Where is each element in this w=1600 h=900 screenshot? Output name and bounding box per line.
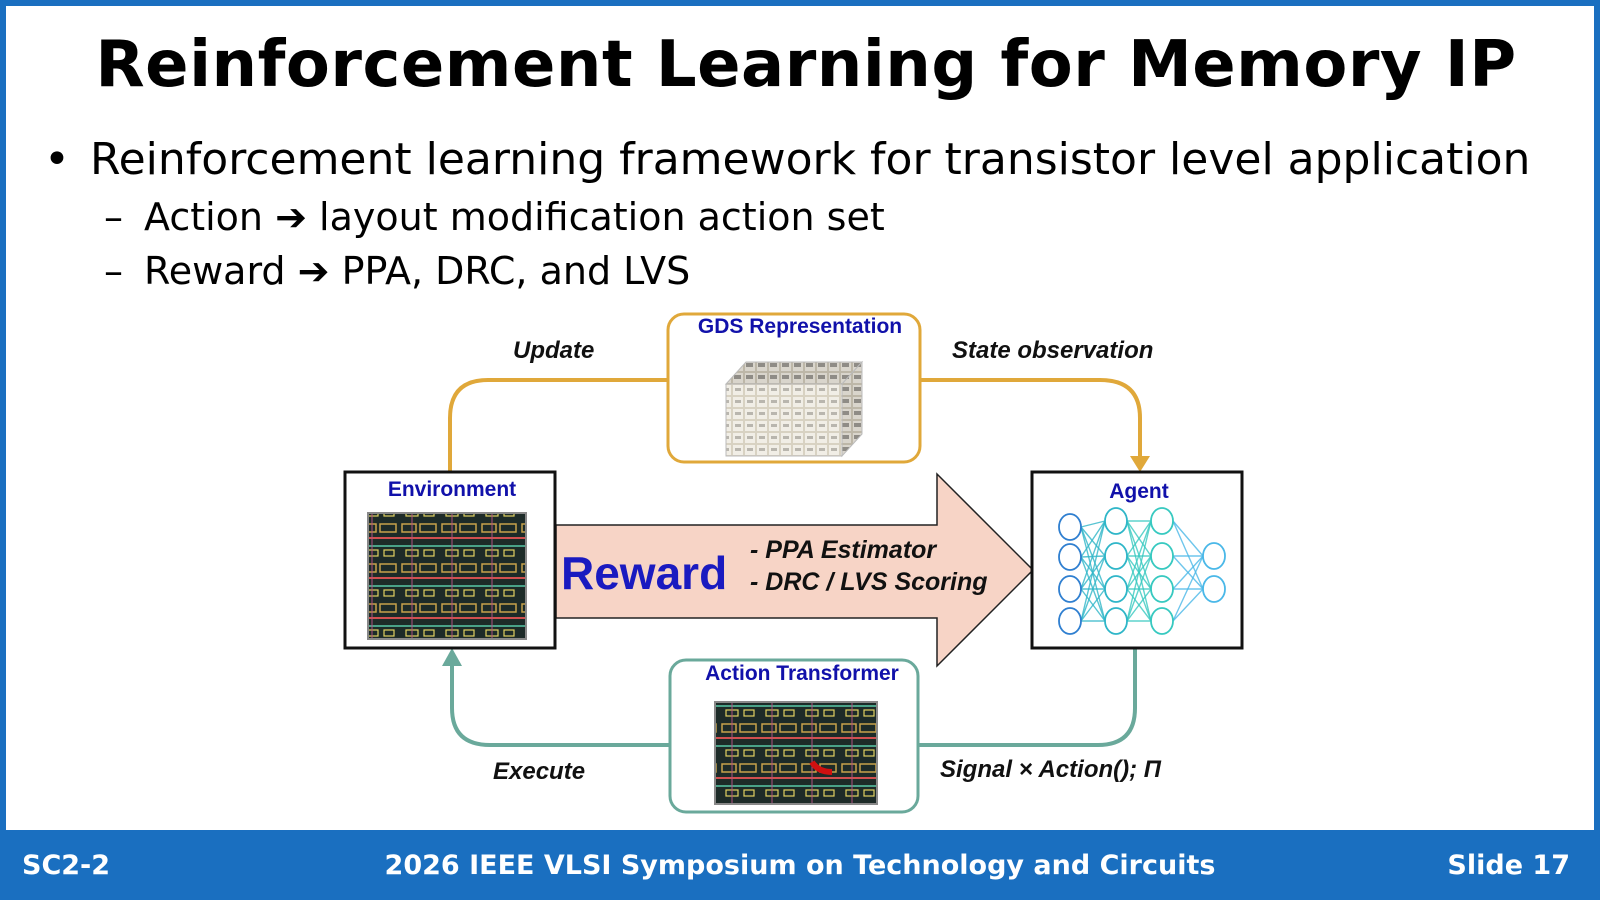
execute-label: Execute [493, 758, 586, 785]
nn-neuron [1058, 543, 1082, 571]
footer-slide-number: Slide 17 [1447, 850, 1570, 881]
bullet-main: • Reinforcement learning framework for t… [44, 134, 1530, 185]
nn-connection [1080, 520, 1106, 528]
signal-action-label: Signal × Action(); Π [940, 756, 1162, 783]
action-transformer-title: Action Transformer [705, 662, 899, 685]
sub-bullet-lead: Action [144, 195, 264, 239]
nn-connection [1172, 520, 1204, 557]
sub-bullet-reward: – Reward ➔ PPA, DRC, and LVS [44, 249, 1530, 293]
environment-layout-image [367, 512, 527, 640]
nn-connection [1080, 588, 1106, 622]
state-arrowhead-icon [1130, 456, 1150, 472]
nn-neuron [1150, 575, 1174, 603]
state-observation-label: State observation [952, 337, 1154, 364]
sub-bullet-dash: – [104, 249, 123, 293]
nn-connection [1080, 555, 1106, 622]
reward-item-ppa: - PPA Estimator [750, 536, 937, 564]
bullet-dot: • [44, 134, 70, 185]
nn-connection [1080, 526, 1106, 590]
nn-connection [1172, 555, 1204, 622]
nn-connection [1126, 520, 1152, 590]
nn-connection [1080, 520, 1106, 622]
nn-connection [1172, 588, 1204, 622]
nn-connection [1126, 520, 1152, 557]
nn-neuron [1150, 507, 1174, 535]
agent-title: Agent [1109, 480, 1169, 503]
sub-bullet-text: PPA, DRC, and LVS [341, 249, 691, 293]
nn-neuron [1150, 607, 1174, 635]
slide-title: Reinforcement Learning for Memory IP [95, 28, 1517, 102]
sub-bullet-text: layout modification action set [319, 195, 885, 239]
nn-neuron [1104, 507, 1128, 535]
footer-session-id: SC2-2 [22, 850, 111, 881]
nn-neuron [1104, 607, 1128, 635]
reward-item-drc-lvs: - DRC / LVS Scoring [750, 568, 988, 596]
nn-neuron [1058, 513, 1082, 541]
sub-bullet-action: – Action ➔ layout modification action se… [44, 195, 1530, 239]
nn-connection [1126, 588, 1152, 622]
nn-neuron [1202, 575, 1226, 603]
state-connector [920, 378, 1142, 458]
nn-connection [1172, 520, 1204, 590]
environment-title: Environment [387, 478, 517, 501]
update-connector [448, 378, 668, 472]
bullet-list: • Reinforcement learning framework for t… [44, 134, 1530, 293]
modification-marker-icon [809, 760, 833, 775]
nn-neuron [1150, 542, 1174, 570]
update-label: Update [513, 337, 595, 364]
sub-bullet-lead: Reward [144, 249, 286, 293]
footer-bar: SC2-2 2026 IEEE VLSI Symposium on Techno… [0, 830, 1600, 900]
rl-loop-diagram [343, 312, 1244, 814]
gds-cube-icon [724, 360, 864, 458]
execute-connector [450, 665, 670, 747]
sub-bullet-dash: – [104, 195, 123, 239]
nn-connection [1126, 520, 1152, 622]
right-arrow-icon: ➔ [297, 249, 330, 293]
bullet-text: Reinforcement learning framework for tra… [90, 134, 1531, 185]
neural-network-icon [1058, 507, 1226, 635]
reward-arrow [555, 472, 1035, 668]
nn-neuron [1058, 607, 1082, 635]
footer-conference: 2026 IEEE VLSI Symposium on Technology a… [384, 850, 1216, 881]
nn-connection [1172, 555, 1204, 590]
action-transformer-layout-image [714, 701, 878, 805]
nn-connection [1080, 520, 1106, 590]
nn-neuron [1058, 575, 1082, 603]
nn-neuron [1104, 575, 1128, 603]
signal-connector [918, 648, 1137, 747]
reward-label: Reward [561, 547, 728, 599]
nn-connection [1080, 520, 1106, 558]
nn-neuron [1104, 542, 1128, 570]
nn-neuron [1202, 542, 1226, 570]
nn-connection [1080, 526, 1106, 557]
nn-connection [1126, 555, 1152, 622]
execute-arrowhead-icon [442, 648, 462, 666]
right-arrow-icon: ➔ [275, 195, 307, 239]
gds-title: GDS Representation [697, 315, 903, 338]
